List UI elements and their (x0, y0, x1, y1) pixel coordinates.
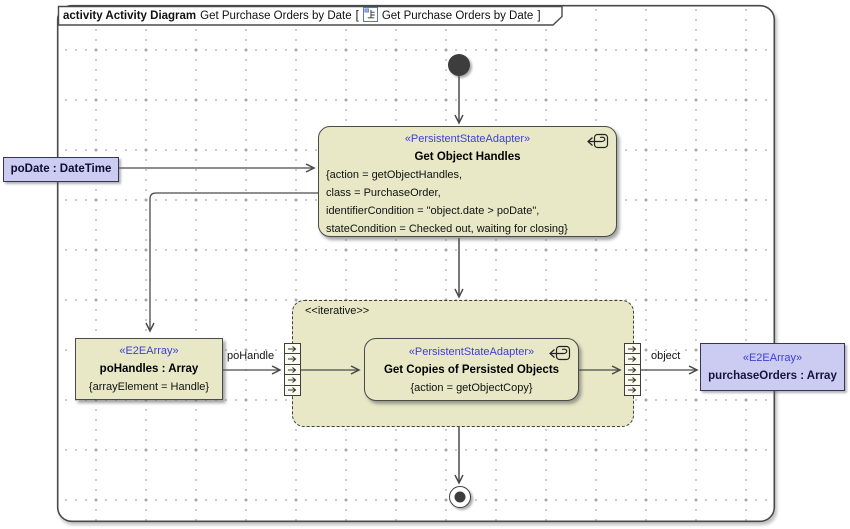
expansion-arrow-icon (625, 386, 640, 395)
diagram-ref-name: Get Purchase Orders by Date (381, 9, 534, 22)
expansion-arrow-icon (625, 354, 640, 365)
action-constraint-line: class = PurchaseOrder, (326, 187, 441, 199)
edge-label-object[interactable]: object (651, 350, 681, 362)
expansion-arrow-icon (285, 375, 300, 386)
action-name: Get Copies of Persisted Objects (383, 364, 560, 376)
action-constraint-line: identifierCondition = "object.date > poD… (326, 205, 540, 217)
expansion-region-iterative[interactable]: <<iterative>> «PersistentStateAdapter» G… (292, 300, 634, 427)
stereotype-label: «E2EArray» (119, 345, 179, 357)
input-expansion-node[interactable] (284, 343, 301, 396)
activity-parameter-purchaseorders[interactable]: «E2EArray» purchaseOrders : Array (700, 343, 845, 391)
object-node-constraint: {arrayElement = Handle} (88, 381, 210, 393)
activity-parameter-podate[interactable]: poDate : DateTime (3, 157, 119, 182)
persistent-state-adapter-icon (547, 344, 572, 369)
expansion-arrow-icon (625, 344, 640, 355)
output-expansion-node[interactable] (624, 343, 641, 396)
action-constraint-line: {action = getObjectHandles, (326, 169, 463, 181)
persistent-state-adapter-icon (585, 132, 610, 157)
parameter-label: poDate : DateTime (10, 163, 112, 175)
edge-label-pohandle[interactable]: poHandle (227, 350, 275, 362)
activity-final-inner-dot (454, 491, 466, 503)
parameter-label: purchaseOrders : Array (708, 370, 837, 382)
edge-get-object-handles-to-pohandles[interactable] (150, 192, 318, 331)
object-node-name: poHandles : Array (99, 363, 199, 375)
object-node-pohandles[interactable]: «E2EArray» poHandles : Array {arrayEleme… (75, 338, 223, 400)
initial-node[interactable] (448, 54, 470, 76)
expansion-arrow-icon (285, 344, 300, 355)
diagram-frame-border (56, 4, 776, 523)
region-stereotype-label: <<iterative>> (305, 305, 370, 317)
expansion-arrow-icon (285, 365, 300, 376)
diagram-name: Get Purchase Orders by Date (200, 9, 352, 22)
diagram-title: activity Activity Diagram Get Purchase O… (63, 6, 541, 25)
stereotype-label: «E2EArray» (742, 352, 803, 364)
diagram-title-tab (57, 5, 563, 26)
action-constraint-line: stateCondition = Checked out, waiting fo… (326, 223, 568, 235)
diagram-title-close-bracket: ] (537, 9, 541, 22)
action-get-object-handles[interactable]: «PersistentStateAdapter» Get Object Hand… (318, 126, 617, 237)
activity-diagram-icon (362, 6, 378, 25)
expansion-arrow-icon (625, 375, 640, 386)
expansion-arrow-icon (625, 365, 640, 376)
action-name: Get Object Handles (414, 151, 521, 163)
diagram-frame-background (57, 5, 775, 522)
diagram-kind-label: activity Activity Diagram (63, 9, 197, 22)
activity-final-node[interactable] (449, 486, 471, 508)
action-get-copies-of-persisted-objects[interactable]: «PersistentStateAdapter» Get Copies of P… (364, 338, 579, 401)
expansion-arrow-icon (285, 386, 300, 395)
action-constraint-line: {action = getObjectCopy} (410, 382, 533, 394)
diagram-title-open-bracket: [ (355, 9, 359, 22)
stereotype-label: «PersistentStateAdapter» (408, 346, 535, 358)
expansion-arrow-icon (285, 354, 300, 365)
stereotype-label: «PersistentStateAdapter» (404, 133, 531, 145)
